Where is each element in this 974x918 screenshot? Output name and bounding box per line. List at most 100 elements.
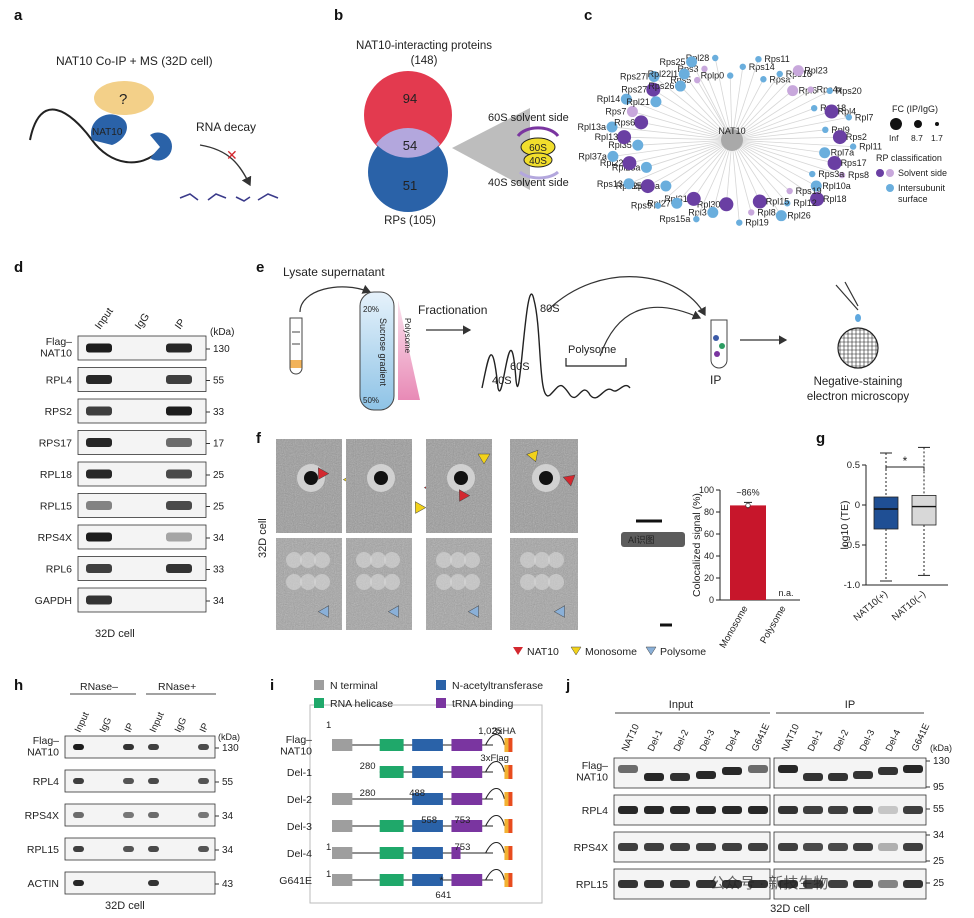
fc-legend-big (890, 118, 902, 130)
blot-band (878, 880, 898, 888)
network-edge (657, 139, 733, 206)
fc-legend-1-7: 1.7 (931, 133, 943, 143)
polysome-arrowhead-icon (645, 646, 657, 656)
domain-swatch (314, 698, 324, 708)
lane-label: Del-2 (832, 728, 852, 753)
rp-node-label: Rps19 (796, 186, 822, 196)
panel-letter: e (256, 259, 264, 276)
peak-60s: 60S (510, 361, 530, 373)
pellet (290, 360, 302, 368)
rp-node (784, 200, 791, 207)
rp-node-label: Rpl10a (822, 181, 851, 191)
blot-row-label: RPS4X (574, 842, 608, 854)
blot-row-label: ACTIN (28, 878, 60, 890)
unknown-protein-blob (94, 81, 154, 115)
linker (485, 787, 505, 800)
panel-f: f 32D cell AI识图 020406080100~86%n.a.Mono… (256, 430, 800, 658)
polysome-density-wedge (398, 300, 420, 400)
network-edge (731, 79, 764, 141)
protein-domain (451, 820, 483, 832)
polysome-arrowhead-icon (387, 605, 399, 618)
monosome-arrowhead-icon (570, 646, 582, 656)
rp-node-label: Rps27l (620, 72, 648, 82)
box-nat10-minus (911, 494, 937, 526)
rp-node-label: Rpl13a (577, 122, 606, 132)
construct-name: NAT10 (280, 746, 312, 758)
ha-tag (504, 819, 509, 833)
lane-label: IgG (98, 716, 114, 735)
panel-letter: f (256, 430, 262, 447)
network-edge (731, 139, 843, 176)
blot-band (828, 880, 848, 888)
network-edge (731, 139, 825, 154)
blot-row-label: RPL15 (40, 501, 72, 513)
linker (485, 733, 505, 746)
blot-band (123, 744, 134, 750)
blot-band (670, 843, 690, 851)
position-label: 488 (409, 788, 425, 799)
nat10-hub-label: NAT10 (718, 126, 745, 136)
network-edge (680, 85, 733, 141)
rp-node (787, 85, 799, 97)
rp-node (748, 209, 755, 216)
lane-label: Del-2 (672, 728, 692, 753)
y-tick-label: -1.0 (844, 580, 860, 591)
blot-band (148, 744, 159, 750)
mw-marker: 34 (213, 596, 225, 607)
fractionation-label: Fractionation (418, 303, 487, 317)
blot-band (722, 880, 742, 888)
rp-node (617, 130, 632, 145)
network-edge (714, 57, 733, 141)
panel-c: c Rps5Rps3Rpl28Rplp0Rps14Rps11RpsaRps16R… (577, 7, 947, 228)
network-edge (731, 73, 781, 141)
blot-row-label: RPL6 (46, 564, 72, 576)
venn-overlap-count: 54 (403, 138, 417, 153)
mw-marker: 130 (222, 743, 239, 754)
rp-node-label: Rplp0 (701, 71, 725, 81)
network-edge (731, 139, 740, 223)
rp-node-label: Rps6 (614, 117, 635, 127)
rp-node (752, 194, 767, 209)
network-edge (731, 139, 854, 147)
intersubunit-legend-label: Intersubunit (898, 183, 946, 193)
rp-node-label: Rpl26 (787, 211, 811, 221)
blot-band (853, 771, 873, 779)
network-edge (731, 70, 799, 141)
mw-marker: 25 (213, 502, 225, 513)
blot-band (73, 744, 84, 750)
rp-node-label: Rpl14 (597, 94, 621, 104)
mw-marker: 25 (933, 856, 945, 867)
protein-domain (332, 874, 353, 886)
flag-tag (508, 819, 513, 833)
network-edge (691, 61, 733, 141)
ai-badge[interactable]: AI识图 (621, 532, 685, 547)
decay-arrow (199, 144, 252, 187)
panel-e: e Lysate supernatant 20% 50% Sucrose gra… (256, 259, 909, 411)
rp-node (678, 68, 690, 80)
annotation-arrowhead-icon (459, 489, 471, 502)
lane-label: Del-4 (724, 728, 744, 753)
blot-row-label: RPS4X (38, 532, 72, 544)
cell-label: 32D cell (95, 628, 135, 640)
rp-node (792, 65, 804, 77)
construct-name: G641E (279, 875, 312, 887)
domain-swatch (436, 680, 446, 690)
em-micrograph (346, 439, 435, 533)
rp-node-label: Rpl35 (608, 140, 632, 150)
mutation-star: * (439, 875, 444, 887)
construct-name: Del-1 (287, 767, 312, 779)
question-mark: ? (119, 91, 127, 108)
lysate-label: Lysate supernatant (283, 265, 385, 279)
data-point (745, 502, 751, 508)
em-micrograph (426, 538, 492, 630)
network-edge (653, 76, 733, 141)
intersubunit-swatch (886, 184, 894, 192)
rp-node-label: Rps3 (677, 64, 698, 74)
rnase-minus-label: RNase– (80, 681, 118, 693)
blot-band (748, 765, 768, 773)
bead-icon (719, 343, 725, 349)
input-group-label: Input (669, 699, 693, 711)
lane-label: Del-4 (884, 728, 904, 753)
ha-tag (504, 846, 509, 860)
network-edge (683, 73, 733, 141)
